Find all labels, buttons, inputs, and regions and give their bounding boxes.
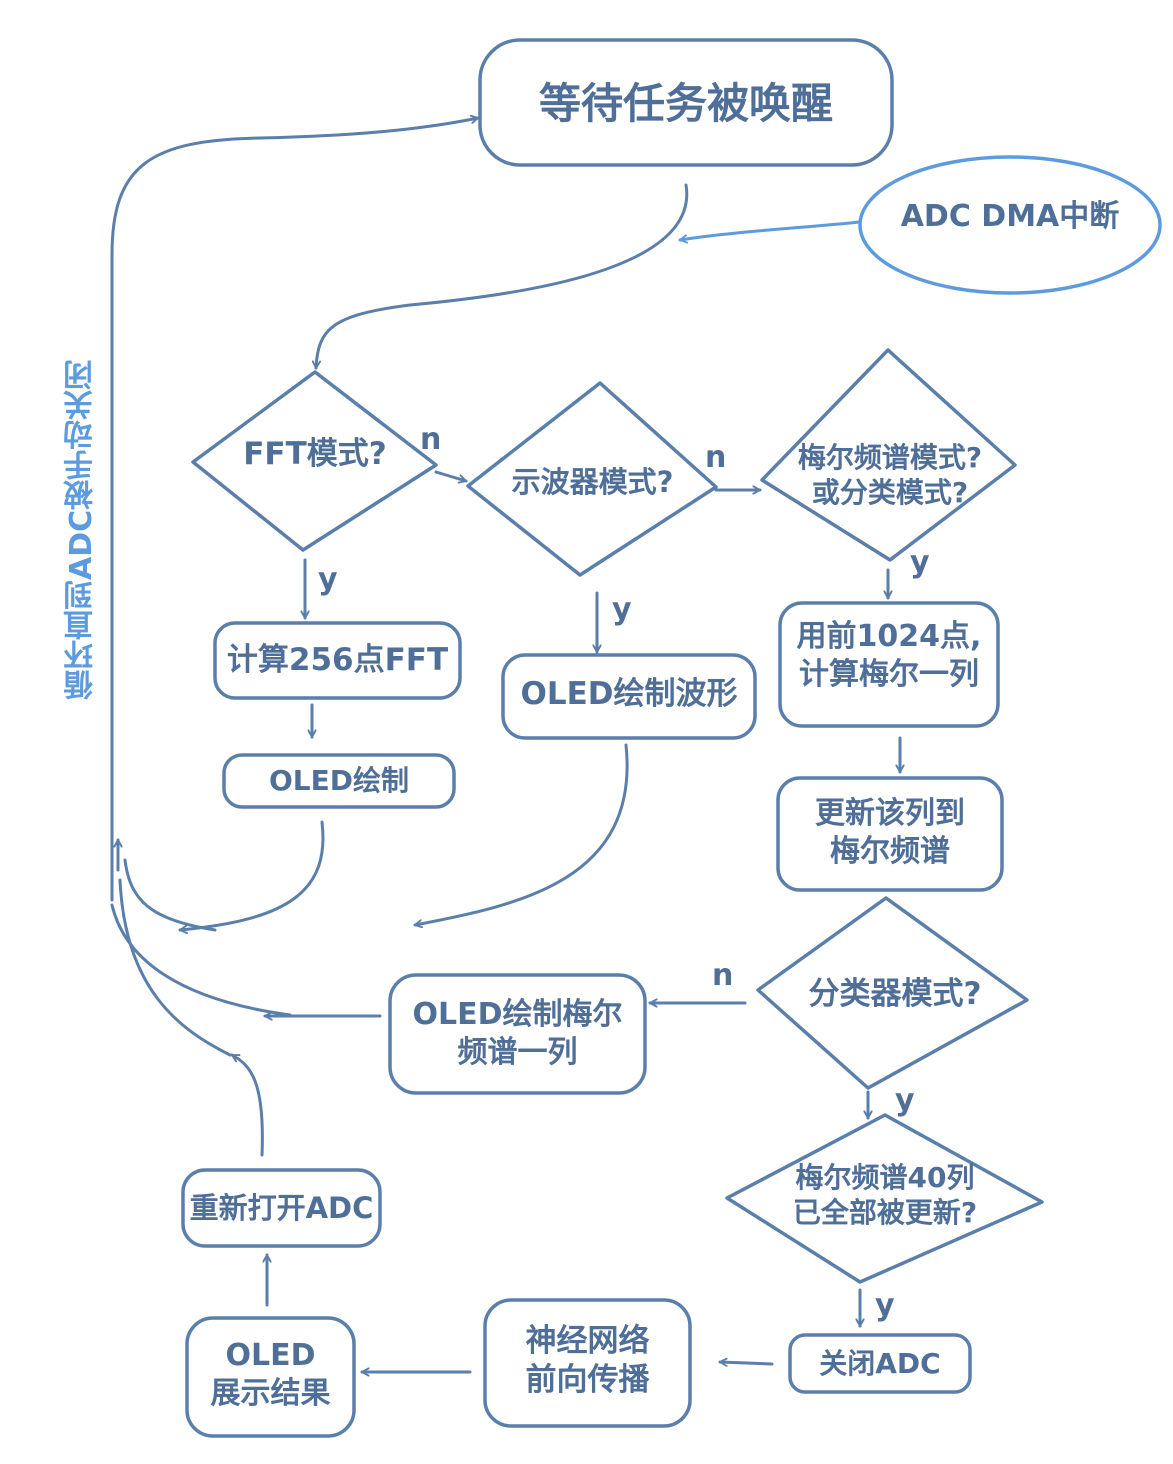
osc-question-label: 示波器模式? <box>480 464 705 500</box>
adc-off-box <box>788 1333 972 1394</box>
mel-draw-label: OLED绘制梅尔频谱一列 <box>390 996 645 1071</box>
mel-draw-box <box>388 973 647 1095</box>
osc-draw-box <box>501 653 757 740</box>
node-text-line: 等待任务被唤醒 <box>538 79 833 128</box>
node-text-line: 关闭ADC <box>819 1347 941 1380</box>
fft-draw-label: OLED绘制 <box>224 763 454 798</box>
mel40-diamond <box>725 1113 1044 1284</box>
nn-fwd-label: 神经网络前向传播 <box>485 1322 690 1400</box>
nn-fwd-box <box>483 1298 692 1428</box>
fft-calc-label: 计算256点FFT <box>215 641 460 680</box>
edge-label-cls-n: n <box>712 958 734 993</box>
mel-update-box <box>776 776 1004 892</box>
node-text-line: 梅尔频谱40列 <box>795 1161 975 1194</box>
mel-calc-box <box>778 601 1000 728</box>
node-text-line: OLED绘制波形 <box>520 676 738 712</box>
fft-draw-box <box>222 753 456 809</box>
adc-restart-label: 重新打开ADC <box>183 1190 380 1226</box>
mel-question-label: 梅尔频谱模式?或分类模式? <box>775 440 1005 510</box>
node-text-line: 梅尔频谱模式? <box>797 441 983 474</box>
edge-wait-to-fft <box>316 183 689 368</box>
loop-label: 循环直到ADC被手动关闭 <box>64 359 99 701</box>
wait-label: 等待任务被唤醒 <box>480 78 892 131</box>
edge-label-mel-y: y <box>910 545 930 580</box>
oled-result-box <box>185 1316 356 1438</box>
fft-calc-box <box>213 621 462 700</box>
edge-oscdraw-return <box>415 743 629 925</box>
adc-irq-ellipse <box>858 155 1162 295</box>
node-text-line: 展示结果 <box>210 1375 331 1411</box>
node-text-line: 频谱一列 <box>457 1034 578 1070</box>
edge-label-osc-y: y <box>612 592 632 627</box>
edge-fftdraw-return <box>180 820 325 930</box>
node-text-line: OLED <box>225 1338 316 1373</box>
node-text-line: 重新打开ADC <box>189 1191 374 1225</box>
edge-label-osc-n: n <box>705 440 727 475</box>
edge-irq-to-wait <box>680 220 862 240</box>
wait-box <box>478 38 894 167</box>
edge-label-fft-y: y <box>318 562 338 597</box>
node-text-line: 用前1024点, <box>796 619 982 654</box>
adc-off-label: 关闭ADC <box>790 1346 970 1381</box>
node-text-line: OLED绘制 <box>268 764 409 797</box>
edge-label-fft-n: n <box>420 422 442 457</box>
node-text-line: ADC DMA中断 <box>900 199 1120 234</box>
cls-diamond <box>756 896 1029 1090</box>
fft-question-label: FFT模式? <box>210 435 420 474</box>
cls-question-label: 分类器模式? <box>780 975 1010 1014</box>
node-text-line: 神经网络 <box>525 1323 650 1359</box>
edge-merge-main <box>110 903 292 1017</box>
edge-merge-low <box>118 878 232 1057</box>
mel-calc-label: 用前1024点,计算梅尔一列 <box>780 618 998 693</box>
edge-restart-return <box>232 1053 264 1157</box>
node-text-line: 梅尔频谱 <box>830 833 950 869</box>
node-text-line: 计算梅尔一列 <box>799 656 979 692</box>
mel-update-label: 更新该列到梅尔频谱 <box>778 795 1002 870</box>
node-text-line: 已全部被更新? <box>792 1196 978 1229</box>
mel40-question-label: 梅尔频谱40列已全部被更新? <box>750 1160 1020 1230</box>
osc-diamond <box>466 381 718 577</box>
osc-draw-label: OLED绘制波形 <box>503 675 755 714</box>
edge-fft-n <box>434 470 466 481</box>
node-text-line: 前向传播 <box>525 1361 650 1398</box>
mel-diamond <box>760 348 1017 562</box>
node-text-line: 计算256点FFT <box>226 642 449 678</box>
node-text-line: 或分类模式? <box>811 476 969 509</box>
node-text-line: FFT模式? <box>243 436 387 472</box>
edge-label-cls-y: y <box>895 1083 915 1118</box>
edge-loop-back <box>110 118 478 902</box>
edge-merge-secondary <box>123 858 217 932</box>
adc-irq-label: ADC DMA中断 <box>880 198 1140 236</box>
fft-diamond <box>191 370 438 552</box>
node-text-line: 分类器模式? <box>808 976 982 1012</box>
edge-adcoff-to-nn <box>720 1362 774 1364</box>
node-text-line: 更新该列到 <box>815 796 965 831</box>
adc-restart-box <box>181 1168 382 1248</box>
edge-label-mel40-y: y <box>875 1288 895 1323</box>
node-text-line: 示波器模式? <box>511 465 674 499</box>
node-text-line: OLED绘制梅尔 <box>412 997 623 1032</box>
